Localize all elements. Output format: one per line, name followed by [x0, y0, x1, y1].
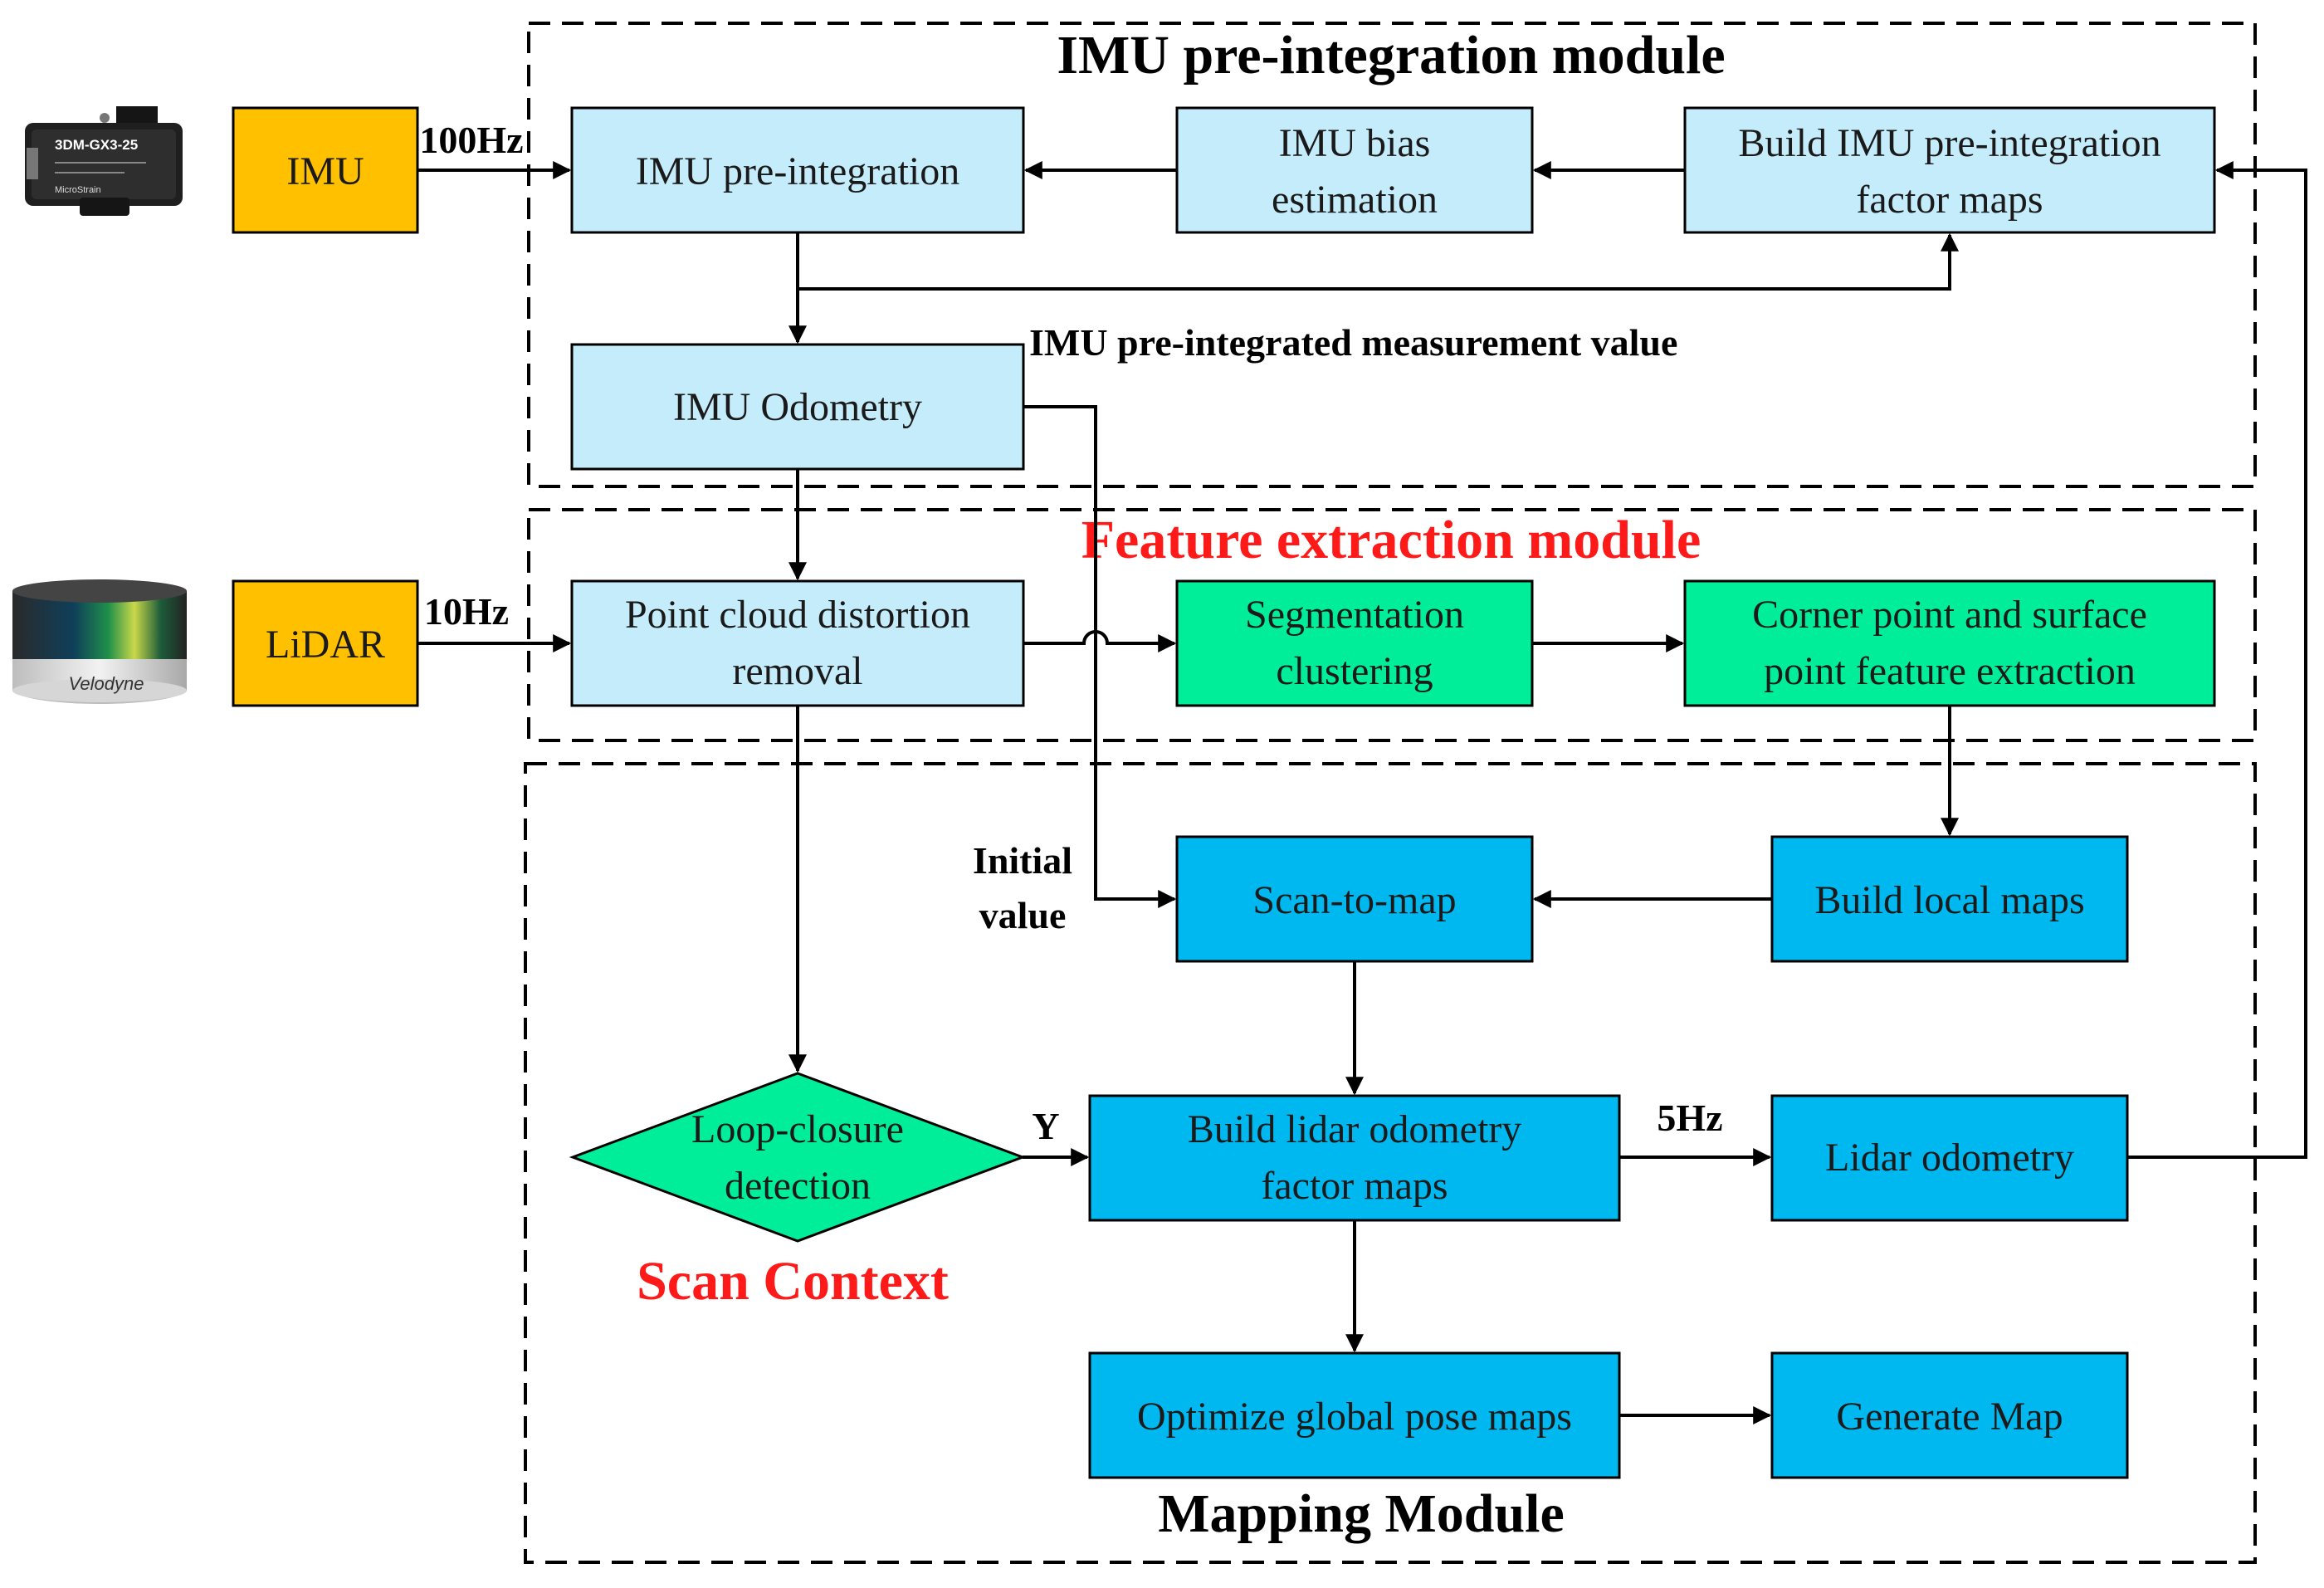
lidar-odometry-box: [1770, 1094, 2129, 1222]
imu-rate-label: 100Hz: [419, 119, 523, 161]
lidar-source-label: LiDAR: [266, 623, 385, 667]
optimize-global-pose-box: [1088, 1351, 1621, 1479]
lidar-device-image: Velodyne: [12, 579, 187, 704]
imu-source-box: [232, 106, 419, 234]
svg-text:Optimize global pose maps: Optimize global pose maps: [1137, 1395, 1572, 1439]
scan-to-map-box: [1175, 835, 1534, 963]
svg-text:Build IMU pre-integration: Build IMU pre-integration: [1738, 121, 2160, 165]
svg-text:IMU pre-integration: IMU pre-integration: [636, 149, 960, 193]
segmentation-clustering-box: [1175, 579, 1534, 707]
build-imu-factor-label-line2: factor maps: [1856, 178, 2043, 222]
arrow-preintegration-to-build-factor: [798, 232, 1959, 291]
svg-text:Scan-to-map: Scan-to-map: [1252, 878, 1456, 922]
svg-text:Build local maps: Build local maps: [1814, 878, 2084, 922]
svg-text:detection: detection: [725, 1164, 871, 1208]
initial-value-label-line1: Initial: [973, 839, 1072, 882]
build-lidar-factor-box: [1088, 1094, 1621, 1222]
build-lidar-factor-label-line2: factor maps: [1261, 1164, 1448, 1208]
point-cloud-label-line1: Point cloud distortion: [625, 593, 970, 637]
svg-text:factor maps: factor maps: [1261, 1164, 1448, 1208]
corner-feature-extraction-box: [1683, 579, 2216, 707]
svg-text:estimation: estimation: [1272, 178, 1438, 222]
scan-context-label: Scan Context: [637, 1251, 949, 1312]
lidar-odometry-label: Lidar odometry: [1825, 1136, 2074, 1180]
svg-text:removal: removal: [732, 649, 862, 693]
imu-module-frame: [527, 22, 2257, 488]
lidar-device-brand: Velodyne: [69, 673, 144, 694]
svg-text:IMU bias: IMU bias: [1279, 121, 1431, 165]
arrow-odometry-initial-value: [1023, 405, 1177, 908]
imu-source-label: IMU: [286, 149, 364, 193]
svg-text:Initial: Initial: [973, 839, 1072, 882]
svg-text:point feature extraction: point feature extraction: [1764, 649, 2136, 693]
imu-odometry-label: IMU Odometry: [673, 385, 922, 429]
generate-map-box: [1770, 1351, 2129, 1479]
segmentation-label-line1: Segmentation: [1245, 593, 1464, 637]
build-local-maps-box: [1770, 835, 2129, 963]
svg-text:Segmentation: Segmentation: [1245, 593, 1464, 637]
mapping-module-frame: [524, 762, 2257, 1564]
imu-measurement-label: IMU pre-integrated measurement value: [1029, 321, 1677, 364]
arrow-point-cloud-to-segmentation: [1023, 630, 1177, 652]
svg-text:IMU Odometry: IMU Odometry: [673, 385, 922, 429]
corner-feature-label-line1: Corner point and surface: [1752, 593, 2147, 637]
lidar-rate-label: 10Hz: [424, 590, 509, 633]
optimize-global-label: Optimize global pose maps: [1137, 1395, 1572, 1439]
generate-map-label: Generate Map: [1836, 1395, 2063, 1439]
point-cloud-label-line2: removal: [732, 649, 862, 693]
arrow-lidar-odometry-feedback: [2127, 161, 2307, 1159]
feature-module-frame: [527, 508, 2257, 742]
scan-to-map-label: Scan-to-map: [1252, 878, 1456, 922]
svg-text:Build lidar odometry: Build lidar odometry: [1188, 1107, 1522, 1151]
svg-text:Loop-closure: Loop-closure: [691, 1107, 904, 1151]
svg-text:Lidar odometry: Lidar odometry: [1825, 1136, 2074, 1180]
svg-text:Corner point and surface: Corner point and surface: [1752, 593, 2147, 637]
svg-text:3DM-GX3-25: 3DM-GX3-25: [55, 137, 138, 153]
imu-bias-label-line2: estimation: [1272, 178, 1438, 222]
svg-text:Point cloud distortion: Point cloud distortion: [625, 593, 970, 637]
segmentation-label-line2: clustering: [1276, 649, 1433, 693]
loop-closure-detection-diamond: [569, 1072, 1027, 1243]
loop-yes-label: Y: [1032, 1105, 1059, 1147]
mapping-module-title: Mapping Module: [1158, 1483, 1565, 1544]
svg-text:factor maps: factor maps: [1856, 178, 2043, 222]
initial-value-label-line2: value: [979, 894, 1067, 936]
svg-text:value: value: [979, 894, 1067, 936]
imu-preintegration-label: IMU pre-integration: [636, 149, 960, 193]
lidar-source-box: [232, 579, 419, 707]
loop-closure-label-line2: detection: [725, 1164, 871, 1208]
corner-feature-label-line2: point feature extraction: [1764, 649, 2136, 693]
build-imu-factor-label-line1: Build IMU pre-integration: [1738, 121, 2160, 165]
build-local-maps-label: Build local maps: [1814, 878, 2084, 922]
imu-device-model-suffix: -25: [118, 137, 139, 153]
feature-module-title: Feature extraction module: [1081, 510, 1702, 570]
imu-bias-label-line1: IMU bias: [1279, 121, 1431, 165]
svg-text:clustering: clustering: [1276, 649, 1433, 693]
rate-5hz-label: 5Hz: [1657, 1097, 1722, 1139]
loop-closure-label-line1: Loop-closure: [691, 1107, 904, 1151]
imu-odometry-box: [570, 343, 1025, 471]
svg-text:Generate Map: Generate Map: [1836, 1395, 2063, 1439]
imu-device-brand: MicroStrain: [55, 185, 101, 195]
imu-device-model: 3DM-GX3: [55, 137, 118, 153]
build-lidar-factor-label-line1: Build lidar odometry: [1188, 1107, 1522, 1151]
imu-device-image: 3DM-GX3-25 MicroStrain: [25, 106, 183, 216]
imu-module-title: IMU pre-integration module: [1057, 25, 1725, 86]
